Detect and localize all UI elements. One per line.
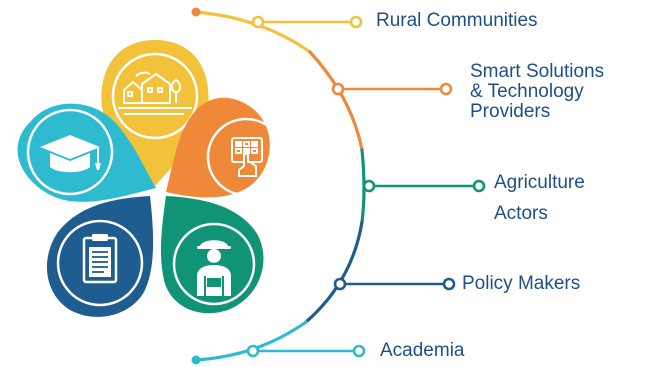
arc-node-smart — [331, 82, 345, 96]
label-rural-communities: Rural Communities — [376, 11, 538, 31]
arc-node-academia — [246, 344, 260, 358]
arc-start-dot — [191, 7, 201, 17]
label-line: Rural Communities — [376, 10, 538, 31]
farmer-icon — [197, 240, 231, 296]
end-node-smart — [439, 82, 453, 96]
end-node-policy — [442, 277, 456, 291]
end-node-agri — [472, 179, 486, 193]
petal-smart — [166, 97, 286, 198]
label-policy-makers: Policy Makers — [462, 274, 580, 294]
end-node-rural — [349, 15, 363, 29]
petal-academia — [17, 103, 156, 202]
clipboard-document-icon — [82, 234, 118, 284]
tablet-touch-icon — [231, 137, 263, 177]
label-line: Actors — [494, 203, 548, 224]
label-line: & Technology — [470, 81, 584, 102]
label-line: Smart Solutions — [470, 61, 605, 82]
label-academia: Academia — [380, 341, 465, 361]
petal-policy — [46, 196, 154, 317]
arc-node-rural — [251, 15, 265, 29]
arc-segment-smart — [308, 50, 364, 152]
nodes — [246, 15, 486, 358]
label-smart-solutions: Smart Solutions & Technology Providers — [470, 62, 604, 122]
label-line: Policy Makers — [462, 273, 581, 294]
arc-segment-policy — [304, 220, 364, 324]
label-line: Academia — [380, 340, 465, 361]
arc-segment-rural — [194, 10, 312, 54]
graduation-cap-icon — [40, 135, 101, 173]
arc-end-dot — [191, 355, 201, 365]
connectors — [253, 20, 479, 353]
label-agriculture-actors: Agriculture Actors — [494, 167, 585, 229]
label-line: Providers — [470, 101, 551, 122]
arc-node-policy — [333, 277, 347, 291]
village-icon — [118, 71, 192, 115]
label-line: Agriculture — [494, 172, 585, 193]
petal-agri — [160, 196, 264, 314]
end-node-academia — [352, 344, 366, 358]
arc-node-agri — [362, 179, 376, 193]
